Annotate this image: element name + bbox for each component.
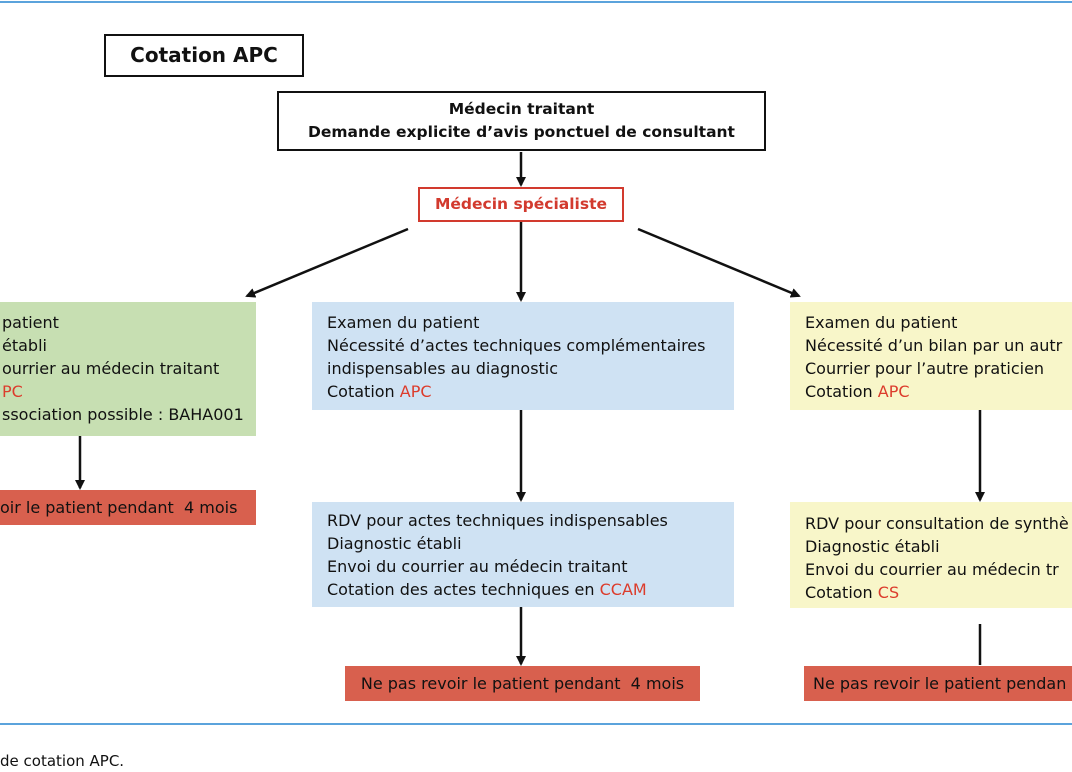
right-box2-cotation-code: CS [877, 583, 900, 602]
middle-branch-box1: Examen du patient Nécessité d’actes tech… [312, 302, 734, 410]
left-box-cotation: PC [2, 380, 256, 403]
left-box-line2: établi [2, 336, 47, 355]
right-box1-cotation-prefix: Cotation [805, 382, 878, 401]
left-branch-box: patient établi ourrier au médecin traita… [0, 302, 256, 436]
right-box2-line2: Diagnostic établi [805, 537, 940, 556]
right-branch-box1: Examen du patient Nécessité d’un bilan p… [790, 302, 1072, 410]
right-box2-cotation: Cotation CS [805, 581, 1072, 604]
referring-doctor-box: Médecin traitant Demande explicite d’avi… [277, 91, 766, 151]
top-box-line2: Demande explicite d’avis ponctuel de con… [308, 123, 735, 141]
middle-box2-line2: Diagnostic établi [327, 534, 462, 553]
right-box1-line1: Examen du patient [805, 313, 958, 332]
top-box-line1: Médecin traitant [448, 100, 595, 118]
middle-box2-cotation-code: CCAM [599, 580, 647, 599]
arrow-specialist-to-right [637, 227, 801, 298]
top-rule [0, 1, 1072, 3]
left-box-line5: ssociation possible : BAHA001 [2, 405, 244, 424]
right-box2-line1: RDV pour consultation de synthè [805, 514, 1069, 533]
right-box1-line3: Courrier pour l’autre praticien [805, 359, 1045, 378]
middle-box1-line1: Examen du patient [327, 313, 480, 332]
middle-box1-line2: Nécessité d’actes techniques complémenta… [327, 336, 706, 355]
right-outcome-box: Ne pas revoir le patient pendan [804, 666, 1072, 701]
middle-box1-line3: indispensables au diagnostic [327, 359, 559, 378]
diagram-title: Cotation APC [104, 34, 304, 77]
middle-box2-line1: RDV pour actes techniques indispensables [327, 511, 668, 530]
right-branch-box2: RDV pour consultation de synthè Diagnost… [790, 502, 1072, 608]
left-box-line3: ourrier au médecin traitant [2, 359, 220, 378]
right-box2-line3: Envoi du courrier au médecin tr [805, 560, 1059, 579]
middle-box1-cotation: Cotation APC [327, 380, 734, 403]
middle-outcome-box: Ne pas revoir le patient pendant 4 mois [345, 666, 700, 701]
right-box1-line2: Nécessité d’un bilan par un autr [805, 336, 1063, 355]
middle-box2-cotation: Cotation des actes techniques en CCAM [327, 578, 734, 601]
figure-caption: de cotation APC. [0, 752, 125, 770]
specialist-box: Médecin spécialiste [418, 187, 624, 222]
bottom-rule [0, 723, 1072, 725]
left-outcome-box: oir le patient pendant 4 mois [0, 490, 256, 525]
right-box2-cotation-prefix: Cotation [805, 583, 878, 602]
right-box1-cotation: Cotation APC [805, 380, 1072, 403]
left-cotation-code: PC [2, 382, 23, 401]
right-box1-cotation-code: APC [877, 382, 910, 401]
middle-branch-box2: RDV pour actes techniques indispensables… [312, 502, 734, 607]
middle-box2-cotation-prefix: Cotation des actes techniques en [327, 580, 600, 599]
middle-box2-line3: Envoi du courrier au médecin traitant [327, 557, 628, 576]
arrow-specialist-to-left [245, 227, 409, 298]
middle-box1-cotation-prefix: Cotation [327, 382, 400, 401]
middle-box1-cotation-code: APC [399, 382, 432, 401]
left-box-line1: patient [2, 313, 59, 332]
